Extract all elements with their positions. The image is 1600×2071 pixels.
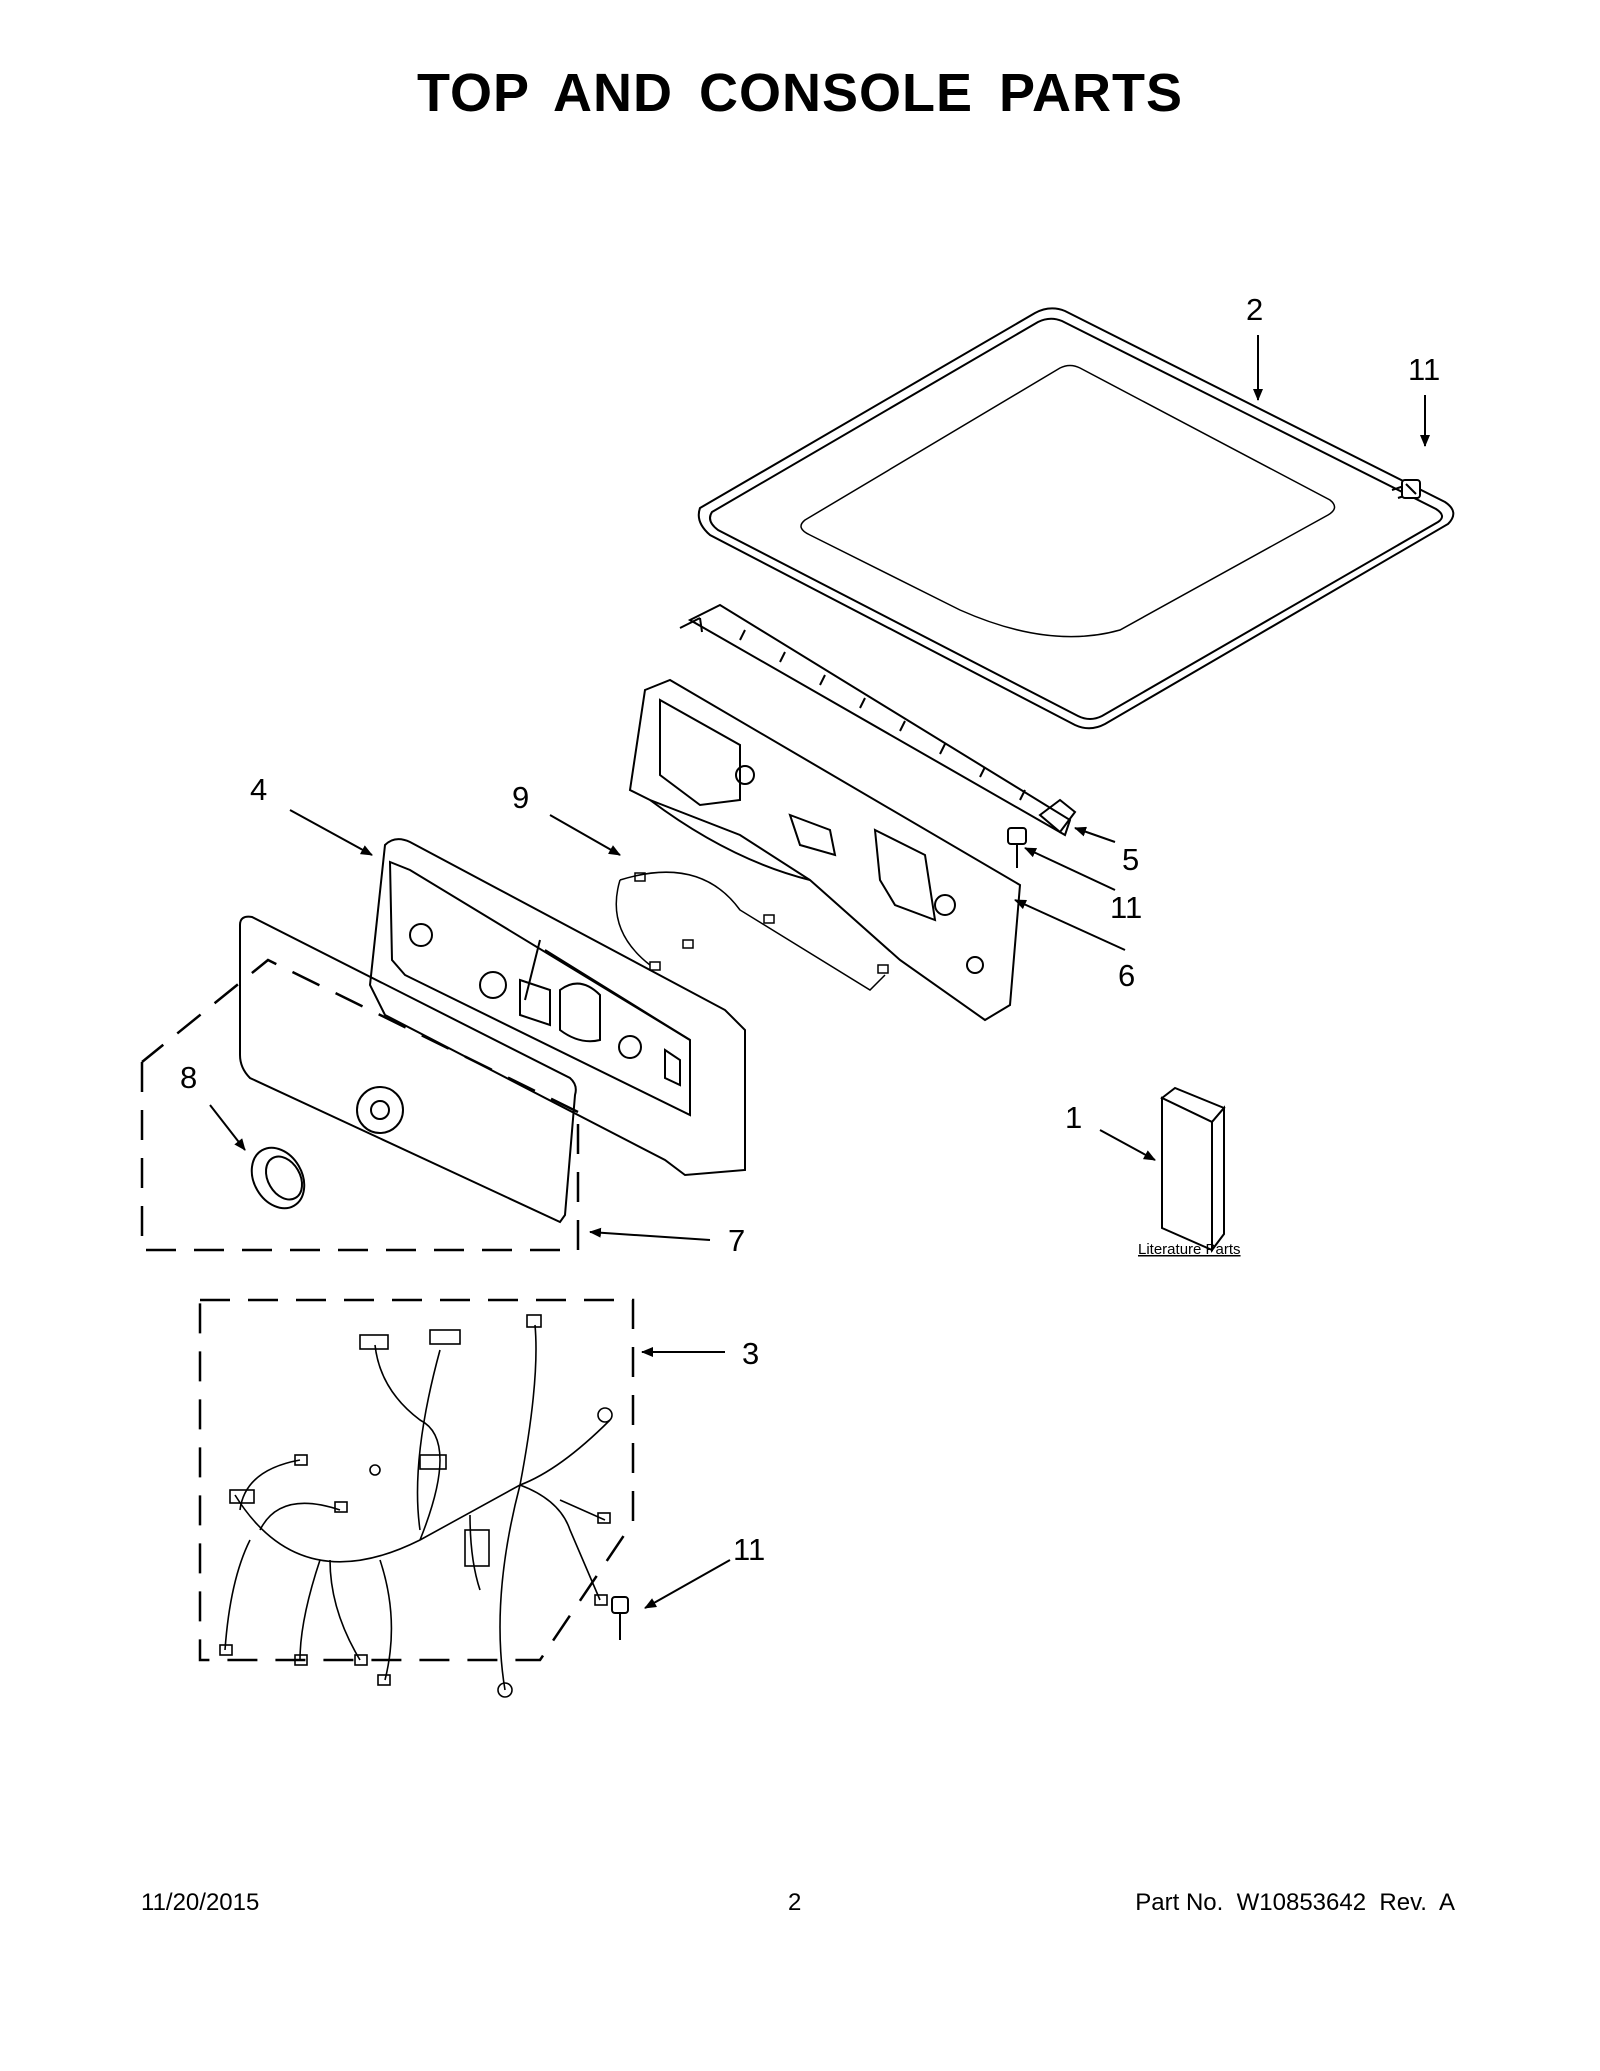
callout-4: 4 — [250, 772, 267, 807]
callout-1: 1 — [1065, 1100, 1082, 1135]
page-title: TOP AND CONSOLE PARTS — [416, 63, 1184, 123]
callout-9: 9 — [512, 780, 529, 815]
wire-harness-small — [615, 871, 889, 991]
main-wire-harness — [219, 1314, 613, 1698]
knob — [250, 1146, 306, 1210]
top-panel — [697, 307, 1455, 730]
literature-parts-label: Literature Parts — [1138, 1241, 1241, 1258]
console — [368, 838, 746, 1177]
main-wire-harness-boundary — [198, 1298, 635, 1662]
screw-top — [1391, 479, 1421, 499]
control-panel — [239, 915, 577, 1224]
callout-11-lower: 11 — [733, 1532, 765, 1567]
callout-6: 6 — [1118, 958, 1135, 993]
console-rail — [679, 603, 1077, 837]
footer-date: 11/20/2015 — [141, 1889, 260, 1916]
callout-7: 7 — [728, 1223, 745, 1258]
callout-5: 5 — [1122, 842, 1139, 877]
callout-8: 8 — [180, 1060, 197, 1095]
callout-11-mid: 11 — [1110, 890, 1142, 925]
callout-2: 2 — [1246, 292, 1263, 327]
screw-lower — [611, 1596, 629, 1640]
callout-11-top: 11 — [1408, 352, 1440, 387]
footer-page-number: 2 — [788, 1889, 802, 1916]
console-rear-panel — [628, 678, 1022, 1022]
footer-part-number: Part No. W10853642 Rev. A — [1135, 1889, 1455, 1916]
callout-labels: 2 11 5 11 6 4 9 8 1 7 3 11 Literature Pa… — [180, 292, 1440, 1567]
leader-arrows — [209, 335, 1430, 1609]
screw-mid — [1007, 827, 1027, 868]
control-panel-dashed-boundary — [140, 958, 580, 1252]
literature-book — [1160, 1086, 1226, 1253]
callout-3: 3 — [742, 1336, 759, 1371]
